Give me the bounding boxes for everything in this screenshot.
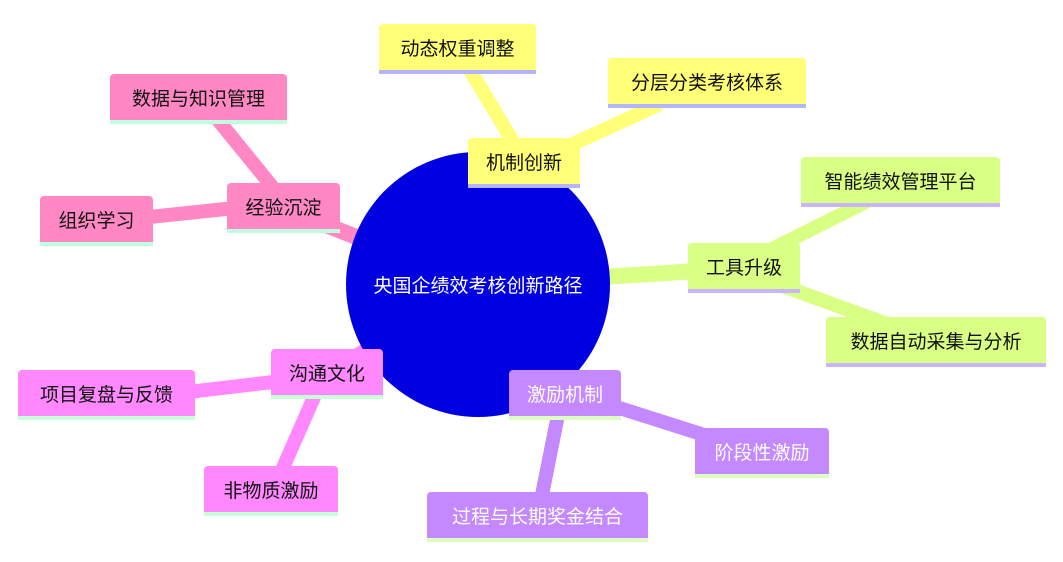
node-tools[interactable]: 工具升级 (688, 243, 800, 293)
edge-incentive-2 (535, 413, 565, 497)
edge-mechanism-1 (463, 66, 522, 149)
node-stage-incentive[interactable]: 阶段性激励 (695, 428, 829, 478)
node-dynamic-weight[interactable]: 动态权重调整 (379, 24, 536, 74)
node-org-learning[interactable]: 组织学习 (40, 196, 153, 246)
node-knowledge-management[interactable]: 数据与知识管理 (110, 74, 287, 124)
edge-experience-1 (212, 115, 281, 195)
node-long-term-bonus[interactable]: 过程与长期奖金结合 (427, 492, 648, 542)
node-experience[interactable]: 经验沉淀 (227, 183, 340, 233)
edge-experience-2 (139, 201, 236, 225)
node-smart-platform[interactable]: 智能绩效管理平台 (801, 157, 1000, 207)
node-tiered-assessment[interactable]: 分层分类考核体系 (608, 58, 806, 108)
edge-culture-2 (275, 392, 322, 473)
node-data-collection[interactable]: 数据自动采集与分析 (826, 317, 1046, 367)
node-mechanism[interactable]: 机制创新 (468, 138, 580, 188)
node-incentive[interactable]: 激励机制 (509, 370, 621, 420)
node-culture[interactable]: 沟通文化 (271, 349, 383, 399)
node-nonmaterial-incentive[interactable]: 非物质激励 (204, 466, 338, 516)
edge-tools-1 (766, 193, 874, 257)
node-review-feedback[interactable]: 项目复盘与反馈 (18, 370, 195, 420)
